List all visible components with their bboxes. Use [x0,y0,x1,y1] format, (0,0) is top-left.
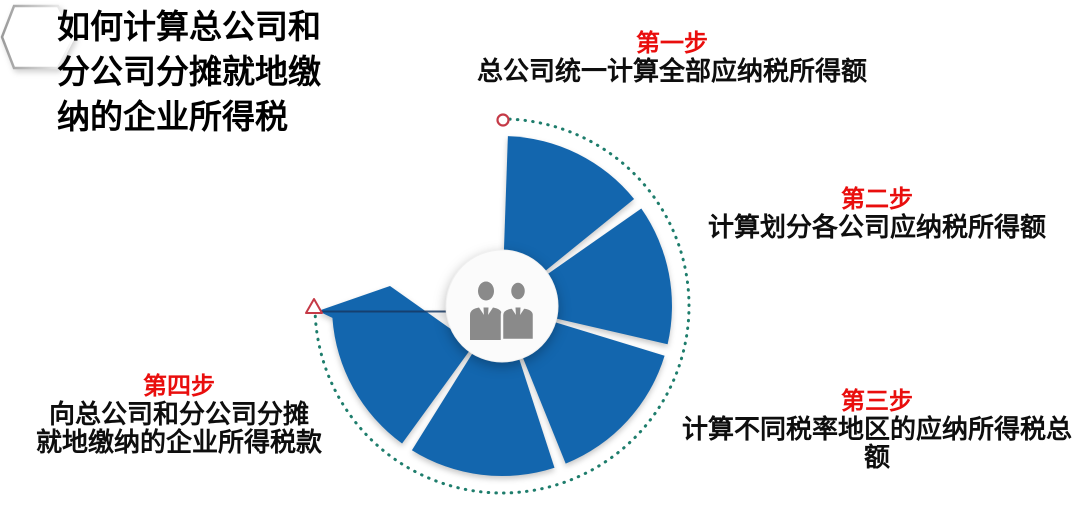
page-title-line: 分公司分摊就地缴 [57,55,321,91]
fan-wedge-3 [502,306,665,464]
step-2: 第二步 计算划分各公司应纳税所得额 [677,186,1077,242]
step-4-text: 向总公司和分公司分摊 [48,399,309,429]
triangle-outline-marker [305,298,323,314]
person-head [508,280,528,302]
page-title-line: 如何计算总公司和 [57,10,321,46]
page-title: 如何计算总公司和 分公司分摊就地缴 纳的企业所得税 [57,6,357,141]
hexagon-icon [0,4,76,70]
person-tie [515,307,521,329]
step-1: 第一步 总公司统一计算全部应纳税所得额 [452,30,892,86]
step-4: 第四步 向总公司和分公司分摊 就地缴纳的企业所得税款 [9,373,349,457]
page-title-line: 纳的企业所得税 [57,100,288,136]
fan-wedge-4 [411,306,555,477]
step-1-text: 总公司统一计算全部应纳税所得额 [476,56,867,86]
step-3-label: 第三步 [841,388,913,415]
step-2-label: 第二步 [841,186,913,213]
business-people-icon [470,280,536,342]
step-1-label: 第一步 [636,30,708,57]
person-tie [483,307,489,329]
center-circle [445,249,559,363]
person-head [478,281,494,301]
step-4-label: 第四步 [143,373,215,400]
step-3-text: 计算不同税率地区的应纳所得税总额 [681,414,1072,472]
dotted-ring [313,117,691,495]
step-2-text: 计算划分各公司应纳税所得额 [707,212,1046,242]
fan-arrow-wedge [318,286,502,444]
circle-outline-marker [496,113,510,127]
step-4-text: 就地缴纳的企业所得税款 [35,427,322,457]
step-3: 第三步 计算不同税率地区的应纳所得税总额 [671,388,1080,472]
